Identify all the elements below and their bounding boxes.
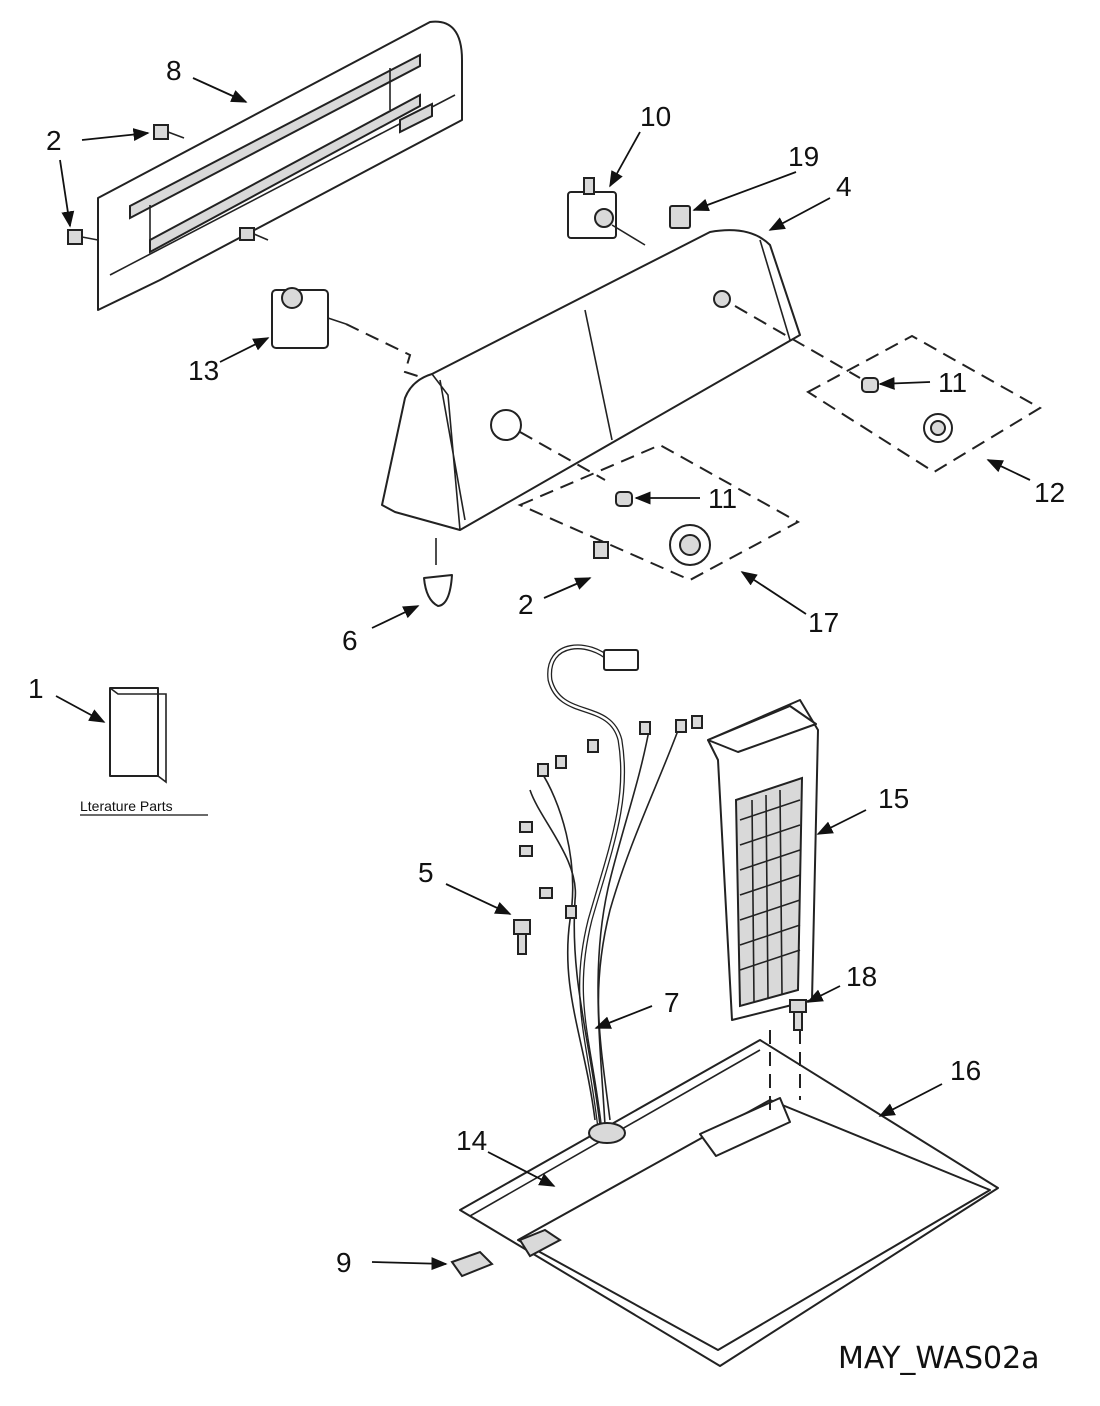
knob-kit-17-outline <box>517 443 801 582</box>
screw-part <box>67 124 185 245</box>
screw-part <box>513 919 531 955</box>
callout-14: 14 <box>456 1125 487 1156</box>
screw-part <box>789 999 807 1031</box>
callout-7: 7 <box>664 987 680 1018</box>
callout-11: 11 <box>938 367 967 398</box>
callout-17: 17 <box>808 607 839 638</box>
literature-parts-label: Lterature Parts <box>80 798 173 814</box>
callout-arrows <box>55 77 1031 1271</box>
callout-5: 5 <box>418 857 434 888</box>
callout-10: 10 <box>640 101 671 132</box>
callout-4: 4 <box>836 171 852 202</box>
timer-part <box>239 227 431 381</box>
callout-19: 19 <box>788 141 819 172</box>
knob-part <box>734 305 953 443</box>
timer-knob-part <box>615 491 711 566</box>
top-cover-part <box>459 1030 999 1367</box>
callout-1: 1 <box>28 673 44 704</box>
literature-part <box>80 687 208 816</box>
callout-8: 8 <box>166 55 182 86</box>
screw-part <box>593 541 609 559</box>
callout-13: 13 <box>188 355 219 386</box>
knob-kit-12-outline <box>806 334 1042 474</box>
clip-part <box>669 205 691 229</box>
callout-labels: 1 2 2 4 5 6 7 8 9 10 11 11 12 13 14 15 1… <box>28 55 1065 1278</box>
callout-16: 16 <box>950 1055 981 1086</box>
pad-part <box>450 1250 494 1278</box>
callout-15: 15 <box>878 783 909 814</box>
callout-2: 2 <box>518 589 534 620</box>
clip-part <box>423 538 453 607</box>
wire-harness-part <box>519 644 703 1131</box>
diagram-code: MAY_WAS02a <box>838 1341 1040 1376</box>
rear-panel-part <box>97 20 463 311</box>
callout-2: 2 <box>46 125 62 156</box>
callout-12: 12 <box>1034 477 1065 508</box>
console-part <box>381 229 801 531</box>
callout-18: 18 <box>846 961 877 992</box>
switch-part <box>567 177 646 246</box>
callout-9: 9 <box>336 1247 352 1278</box>
lint-filter-part <box>707 699 819 1021</box>
callout-6: 6 <box>342 625 358 656</box>
callout-11: 11 <box>708 483 737 514</box>
